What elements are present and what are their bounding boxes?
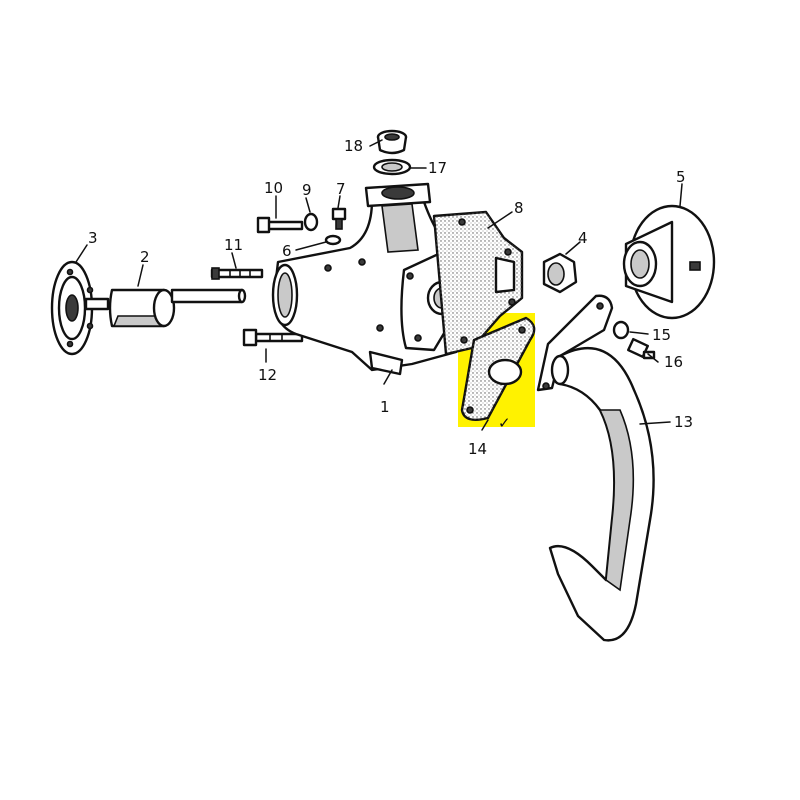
callout-7: 7 xyxy=(336,180,346,198)
part-11-stud xyxy=(210,267,264,280)
part-9-washer xyxy=(303,212,319,232)
callout-11: 11 xyxy=(224,236,243,254)
part-18-seal-cup xyxy=(376,129,408,155)
check-mark: ✓ xyxy=(498,414,511,432)
part-10-bolt xyxy=(256,216,304,234)
part-7-small-bolt xyxy=(331,207,347,230)
part-2-spindle-bearing xyxy=(84,288,247,328)
part-6-washer xyxy=(324,234,342,246)
callout-labels: 1 2 3 4 5 6 7 8 9 10 11 12 13 14 15 16 1… xyxy=(88,137,693,458)
callout-16: 16 xyxy=(664,353,683,371)
leader-lines xyxy=(75,139,683,431)
part-17-seal xyxy=(372,158,412,176)
callout-17: 17 xyxy=(428,159,447,177)
callout-12: 12 xyxy=(258,366,277,384)
callout-1: 1 xyxy=(380,398,390,416)
part-5-pulley-hub xyxy=(622,204,716,320)
part-8-gasket xyxy=(432,210,524,356)
part-1-pump-body xyxy=(271,182,473,376)
callout-2: 2 xyxy=(140,248,150,266)
callout-14: 14 xyxy=(468,440,487,458)
callout-9: 9 xyxy=(302,181,312,199)
callout-6: 6 xyxy=(282,242,292,260)
callout-8: 8 xyxy=(514,199,524,217)
part-12-bolt xyxy=(242,328,304,347)
callout-3: 3 xyxy=(88,229,98,247)
callout-13: 13 xyxy=(674,413,693,431)
part-13-outlet-pipe xyxy=(536,294,655,642)
callout-4: 4 xyxy=(578,229,588,247)
callout-18: 18 xyxy=(344,137,363,155)
part-14-outlet-gasket xyxy=(460,316,536,421)
part-4-nut xyxy=(542,252,578,294)
callout-10: 10 xyxy=(264,179,283,197)
part-15-washer xyxy=(612,320,630,340)
callout-15: 15 xyxy=(652,326,671,344)
callout-5: 5 xyxy=(676,168,686,186)
